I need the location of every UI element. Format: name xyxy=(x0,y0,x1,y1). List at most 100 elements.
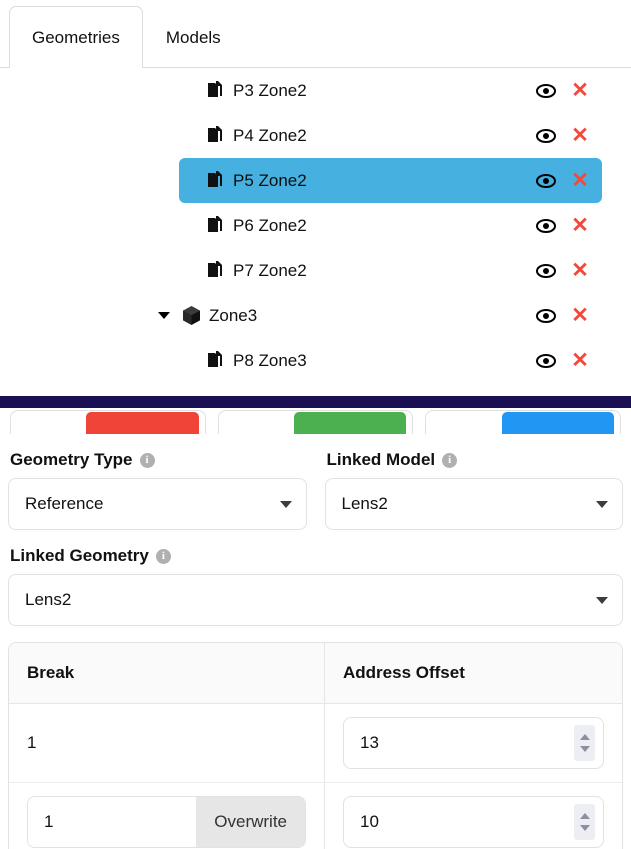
eye-icon[interactable] xyxy=(536,306,556,326)
copy-pages-icon xyxy=(204,80,226,102)
copy-pages-icon xyxy=(204,170,226,192)
column-header-address-offset: Address Offset xyxy=(343,663,465,682)
break-value: 1 xyxy=(27,733,37,752)
stepper-up-icon[interactable] xyxy=(579,734,590,740)
tree-row-group-zone3[interactable]: Zone3 ✕ xyxy=(155,293,602,338)
eye-icon[interactable] xyxy=(536,126,556,146)
tree-row-label: P5 Zone2 xyxy=(233,170,307,190)
tab-models-label: Models xyxy=(165,27,221,47)
break-input[interactable]: 1 xyxy=(28,797,197,847)
mini-card-red[interactable] xyxy=(10,410,206,434)
geometry-form: Geometry Type i Reference Linked Model i… xyxy=(0,434,631,626)
tree-row[interactable]: P6 Zone2 ✕ xyxy=(179,203,602,248)
address-offset-input[interactable]: 13 xyxy=(343,717,604,769)
mini-card-blue[interactable] xyxy=(425,410,622,434)
copy-pages-icon xyxy=(204,215,226,237)
chevron-down-icon xyxy=(596,597,608,604)
cell-address-offset: 10 xyxy=(325,783,622,849)
close-x-glyph: ✕ xyxy=(571,214,589,237)
geometry-tree[interactable]: P3 Zone2 ✕ P4 Zone2 ✕ xyxy=(0,68,631,396)
row-actions: ✕ xyxy=(536,260,590,281)
eye-icon[interactable] xyxy=(536,171,556,191)
eye-icon[interactable] xyxy=(536,261,556,281)
linked-geometry-value: Lens2 xyxy=(25,590,72,609)
close-x-glyph: ✕ xyxy=(571,349,589,372)
close-x-icon[interactable]: ✕ xyxy=(570,79,590,102)
linked-geometry-select[interactable]: Lens2 xyxy=(8,574,623,626)
eye-icon[interactable] xyxy=(536,216,556,236)
info-icon[interactable]: i xyxy=(442,452,458,468)
info-icon[interactable]: i xyxy=(139,452,155,468)
tree-row[interactable]: P7 Zone2 ✕ xyxy=(179,248,602,293)
close-x-icon[interactable]: ✕ xyxy=(570,170,590,191)
row-actions: ✕ xyxy=(536,79,590,102)
close-x-icon[interactable]: ✕ xyxy=(570,124,590,147)
row-actions: ✕ xyxy=(536,214,590,237)
geometry-type-select[interactable]: Reference xyxy=(8,478,307,530)
geometry-type-label-group: Geometry Type i xyxy=(8,450,307,470)
mini-card-green-button[interactable] xyxy=(294,412,407,434)
mini-card-green[interactable] xyxy=(217,410,414,434)
number-stepper[interactable] xyxy=(574,804,595,840)
number-stepper[interactable] xyxy=(574,725,595,761)
linked-geometry-label-group: Linked Geometry i xyxy=(8,546,623,566)
address-offset-input[interactable]: 10 xyxy=(343,796,604,848)
cell-address-offset: 13 xyxy=(325,704,622,782)
tree-row-label: P3 Zone2 xyxy=(233,80,307,100)
info-icon[interactable]: i xyxy=(155,548,171,564)
close-x-glyph: ✕ xyxy=(571,79,589,102)
field-linked-geometry: Linked Geometry i Lens2 xyxy=(8,546,623,626)
copy-pages-icon xyxy=(204,260,226,282)
linked-model-label-group: Linked Model i xyxy=(325,450,624,470)
break-input-group[interactable]: 1 Overwrite xyxy=(27,796,306,848)
copy-pages-icon xyxy=(204,395,226,396)
close-x-icon[interactable]: ✕ xyxy=(570,214,590,237)
row-actions: ✕ xyxy=(536,395,590,397)
tree-row[interactable]: P8 Zone3 ✕ xyxy=(179,338,602,383)
close-x-icon[interactable]: ✕ xyxy=(570,349,590,372)
tree-row-selected[interactable]: P5 Zone2 ✕ xyxy=(179,158,602,203)
close-x-glyph: ✕ xyxy=(571,304,589,327)
twisty-arrow xyxy=(158,312,170,319)
tree-row-label: P4 Zone2 xyxy=(233,125,307,145)
row-actions: ✕ xyxy=(536,304,590,327)
overwrite-button[interactable]: Overwrite xyxy=(196,797,305,847)
tab-geometries[interactable]: Geometries xyxy=(9,6,143,69)
break-offset-table: Break Address Offset 1 13 1 xyxy=(8,642,623,849)
chevron-down-icon[interactable] xyxy=(155,312,173,319)
table-row: 1 Overwrite 10 xyxy=(9,783,622,849)
tree-row[interactable]: P9 Zone3 ✕ xyxy=(179,383,602,396)
tree-row[interactable]: P4 Zone2 ✕ xyxy=(179,113,602,158)
close-x-glyph: ✕ xyxy=(571,395,589,396)
close-x-glyph: ✕ xyxy=(571,124,589,147)
row-actions: ✕ xyxy=(536,170,590,191)
row-actions: ✕ xyxy=(536,349,590,372)
stepper-up-icon[interactable] xyxy=(579,813,590,819)
copy-pages-icon xyxy=(204,125,226,147)
close-x-icon[interactable]: ✕ xyxy=(570,260,590,281)
stepper-down-icon[interactable] xyxy=(579,825,590,831)
copy-pages-icon xyxy=(204,350,226,372)
mini-card-red-button[interactable] xyxy=(86,412,199,434)
stepper-down-icon[interactable] xyxy=(579,746,590,752)
cell-break: 1 xyxy=(9,704,325,782)
address-offset-value: 13 xyxy=(360,733,379,752)
eye-icon[interactable] xyxy=(536,81,556,101)
tab-bar: Geometries Models xyxy=(0,0,631,69)
tree-row-label: P6 Zone2 xyxy=(233,215,307,235)
close-x-icon[interactable]: ✕ xyxy=(570,395,590,396)
eye-icon[interactable] xyxy=(536,396,556,397)
address-offset-value: 10 xyxy=(360,812,379,831)
column-header-break: Break xyxy=(9,643,325,703)
mini-card-blue-button[interactable] xyxy=(501,412,615,434)
tab-models[interactable]: Models xyxy=(143,6,244,68)
field-linked-model: Linked Model i Lens2 xyxy=(324,450,624,530)
field-geometry-type: Geometry Type i Reference xyxy=(8,450,307,530)
eye-icon[interactable] xyxy=(536,351,556,371)
cube-icon xyxy=(180,305,202,327)
tree-row[interactable]: P3 Zone2 ✕ xyxy=(179,68,602,113)
geometry-type-label: Geometry Type xyxy=(10,450,133,469)
close-x-icon[interactable]: ✕ xyxy=(570,304,590,327)
linked-model-select[interactable]: Lens2 xyxy=(324,478,623,530)
